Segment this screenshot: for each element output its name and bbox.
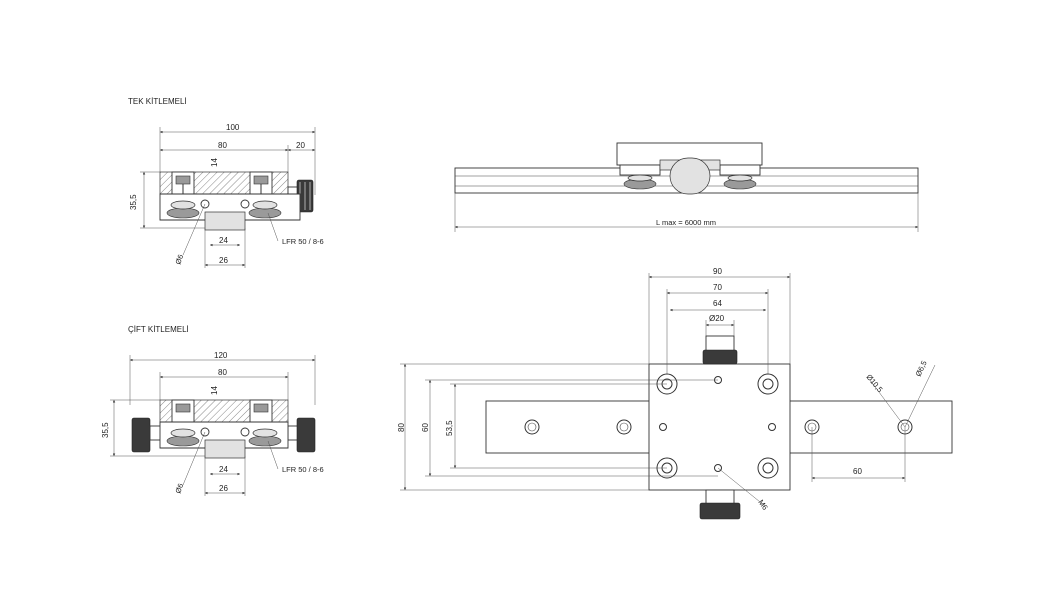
length-label: L max = 6000 mm xyxy=(656,218,716,227)
part-label: LFR 50 / 8-6 xyxy=(282,237,324,246)
dim-phi10-5: Ø10,5 xyxy=(864,373,884,394)
dim-24: 24 xyxy=(219,236,228,245)
dim-60: 60 xyxy=(853,467,862,476)
dim-80b: 80 xyxy=(218,368,227,377)
dim-64: 64 xyxy=(713,299,722,308)
dim-h53-5: 53,5 xyxy=(445,420,454,436)
dim-14: 14 xyxy=(210,158,219,167)
top-view: 90 70 64 Ø20 80 60 53,5 60 M6 Ø10,5 xyxy=(397,267,953,520)
single-lock-view: TEK KİTLEMELİ 100 80 20 14 xyxy=(128,97,324,268)
dim-26: 26 xyxy=(219,256,228,265)
dim-phi6b: Ø6 xyxy=(173,482,185,494)
dim-h80: 80 xyxy=(397,423,406,432)
dim-70: 70 xyxy=(713,283,722,292)
dim-14b: 14 xyxy=(210,386,219,395)
dim-m6: M6 xyxy=(756,498,769,512)
dim-26b: 26 xyxy=(219,484,228,493)
dim-24b: 24 xyxy=(219,465,228,474)
dim-phi6: Ø6 xyxy=(173,253,185,265)
dim-120: 120 xyxy=(214,351,228,360)
double-lock-title: ÇİFT KİTLEMELİ xyxy=(128,325,189,334)
dim-h60: 60 xyxy=(421,423,430,432)
double-lock-view: ÇİFT KİTLEMELİ 120 80 14 35,5 xyxy=(101,325,324,496)
dim-90: 90 xyxy=(713,267,722,276)
side-view: L max = 6000 mm xyxy=(454,142,919,232)
dim-35-5b: 35,5 xyxy=(101,422,110,438)
dim-35-5: 35,5 xyxy=(129,194,138,210)
dim-80: 80 xyxy=(218,141,227,150)
single-lock-title: TEK KİTLEMELİ xyxy=(128,97,187,106)
part-label-b: LFR 50 / 8-6 xyxy=(282,465,324,474)
dim-100: 100 xyxy=(226,123,240,132)
dim-phi20: Ø20 xyxy=(709,314,725,323)
dim-20: 20 xyxy=(296,141,305,150)
dim-phi6-5: Ø6,5 xyxy=(914,359,929,378)
